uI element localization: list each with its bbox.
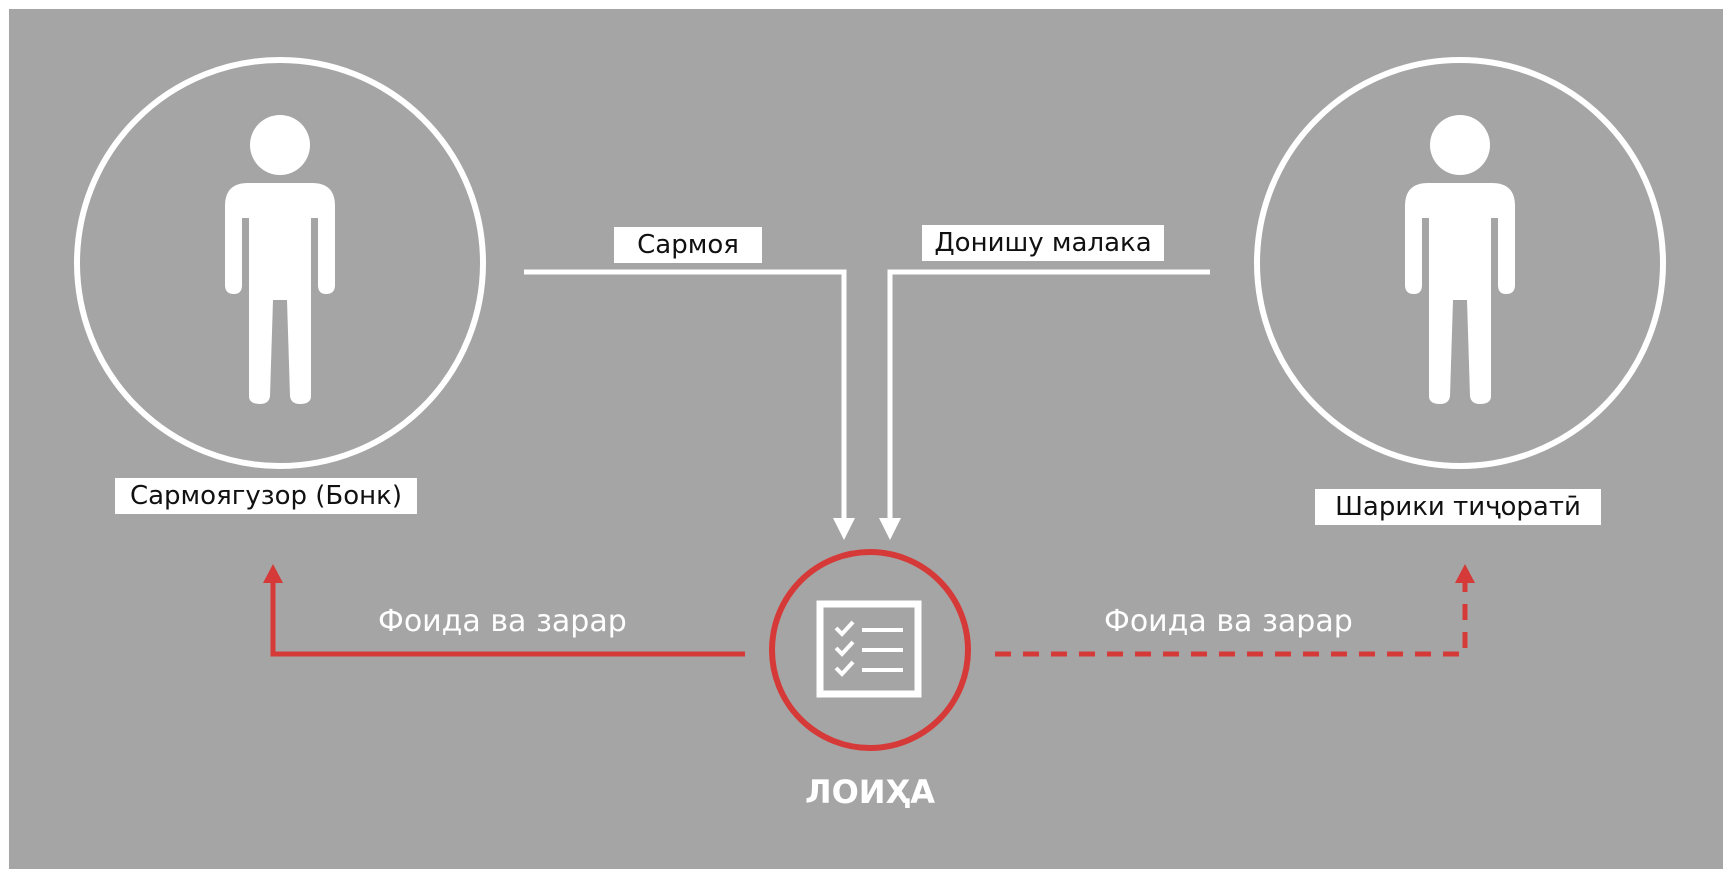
flow-knowhow-label: Донишу малака	[922, 225, 1164, 261]
left-actor-circle	[74, 57, 486, 469]
person-icon	[225, 115, 335, 404]
project-title: ЛОИҲА	[805, 773, 935, 811]
flow-knowhow	[879, 269, 1210, 540]
person-icon	[1405, 115, 1515, 404]
right-actor	[1254, 57, 1666, 469]
flow-profit-right-line	[995, 582, 1468, 657]
left-actor-label: Сармоягузор (Бонк)	[115, 478, 417, 514]
flow-investment-arrowhead	[833, 518, 855, 540]
project-node	[769, 549, 971, 751]
flow-knowhow-line	[887, 269, 1210, 518]
project-circle	[769, 549, 971, 751]
flow-profit-left	[263, 564, 745, 657]
flow-profit-right	[995, 564, 1475, 657]
flow-knowhow-arrowhead	[879, 518, 901, 540]
flow-investment-line	[524, 269, 847, 518]
flow-profit-left-arrowhead	[263, 564, 283, 583]
flow-investment	[524, 269, 855, 540]
flow-profit-left-line	[270, 582, 745, 657]
flow-profit-right-arrowhead	[1455, 564, 1475, 583]
left-actor	[74, 57, 486, 469]
flow-profit-left-label: Фоида ва зарар	[378, 604, 627, 639]
right-actor-circle	[1254, 57, 1666, 469]
checklist-icon	[816, 600, 922, 698]
right-actor-label: Шарики тиҷоратӣ	[1315, 489, 1601, 525]
flow-investment-label: Сармоя	[614, 227, 762, 263]
flow-profit-right-label: Фоида ва зарар	[1104, 604, 1353, 639]
